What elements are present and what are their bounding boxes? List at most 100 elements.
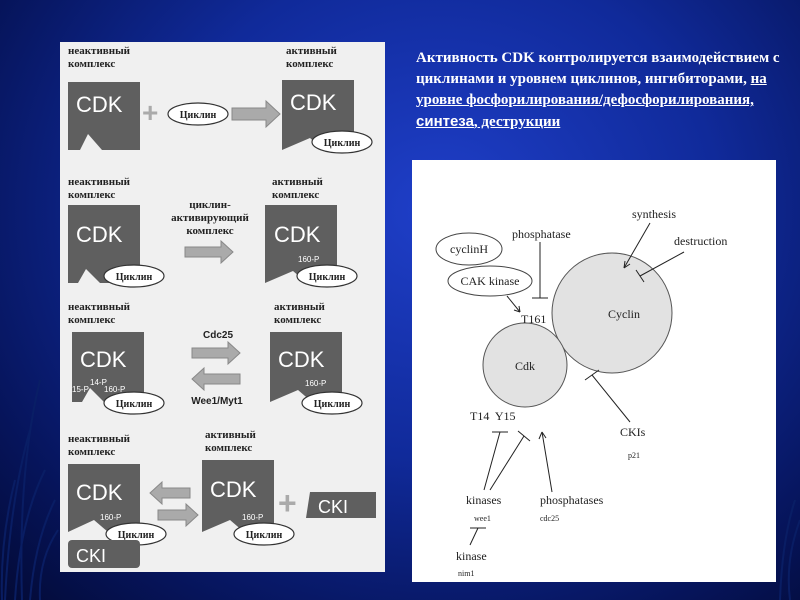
row3-p160-label: 160-P	[104, 385, 125, 394]
row1-cdk-inactive-text: CDK	[76, 92, 123, 117]
row3-active-cyclin-text: Циклин	[314, 399, 351, 410]
row4-cki-inactive-box	[68, 540, 140, 568]
cdc25-arrow-icon	[191, 340, 241, 366]
phosphatases-arrow-line	[541, 431, 553, 493]
ckis-label: CKIs	[620, 425, 646, 439]
row3-cdk-active-box	[270, 332, 342, 402]
row4-cki-text: CKI	[318, 497, 348, 517]
cdk-label: Cdk	[515, 359, 535, 373]
cdk-circle	[482, 322, 568, 408]
row2-cyclin-text: Циклин	[116, 272, 153, 283]
row3-cyclin-text: Циклин	[116, 399, 153, 410]
row2-cdk-inactive-text: CDK	[76, 222, 123, 247]
row3-p15-label: 15-P	[72, 385, 89, 394]
row3-p14-label: 14-P	[90, 378, 107, 387]
row3-active-cyclin-ellipse	[301, 391, 363, 415]
description-text: Активность CDK контролируется взаимодейс…	[416, 50, 780, 87]
phosphatases-arrow-head	[538, 431, 547, 440]
destruction-label: destruction	[674, 234, 727, 248]
row2-p160-label: 160-P	[298, 255, 319, 264]
row4-p160-label: 160-P	[100, 513, 121, 522]
row4-active-cyclin-ellipse	[233, 522, 295, 546]
t161-label: T161	[521, 312, 546, 326]
row3-cyclin-ellipse	[103, 391, 165, 415]
regulation-description: Активность CDK контролируется взаимодейс…	[416, 48, 786, 133]
row4-cki-inactive-text: CKI	[76, 546, 106, 566]
row3-cdk-inactive-box	[72, 332, 144, 402]
description-phosphorylation: на уровне фосфорилирования/дефосфорилиро…	[416, 71, 767, 108]
wee1-label: Wee1/Myt1	[191, 396, 243, 407]
row4-cdk-inactive-text: CDK	[76, 480, 123, 505]
synthesis-label: synthesis	[632, 207, 676, 221]
row2-cyclin-ellipse	[103, 264, 165, 288]
row2-cdk-active-box	[265, 205, 337, 283]
cdk-cyclin-network-panel: cyclinH CAK kinase phosphatase synthesis…	[412, 160, 776, 582]
row4-right-arrow-icon	[157, 502, 199, 528]
row1-active-cyclin-ellipse	[311, 130, 373, 154]
description-synthesis: синтеза	[416, 113, 474, 130]
row4-plus-icon: +	[278, 485, 297, 521]
row4-left-arrow-icon	[149, 480, 191, 506]
cdc25-label-right: cdc25	[540, 514, 559, 523]
plus-icon: +	[142, 97, 158, 128]
row2-active-cyclin-ellipse	[296, 264, 358, 288]
cak-arrow-line	[506, 295, 521, 313]
kinases-inhibit-line-2	[489, 435, 525, 491]
cak-kinase-label: CAK kinase	[461, 274, 520, 288]
synthesis-arrow-head	[623, 260, 631, 269]
p21-label: p21	[628, 451, 640, 460]
row3-cdk-active-text: CDK	[278, 347, 325, 372]
cyclinh-ellipse	[435, 232, 503, 266]
row1-cdk-inactive-box	[68, 82, 140, 150]
cak-arrow-head	[513, 305, 521, 313]
row4-cdk-active-text: CDK	[210, 477, 257, 502]
nim1-label: nim1	[458, 569, 474, 578]
row1-cdk-active-text: CDK	[290, 90, 337, 115]
synthesis-arrow-line	[623, 222, 651, 269]
row3-active-p160-label: 160-P	[305, 379, 326, 388]
ckis-inhibit-line	[591, 374, 631, 423]
row1-cyclin-text: Циклин	[180, 110, 217, 121]
kinases-label: kinases	[466, 493, 502, 507]
row4-cyclin-text: Циклин	[118, 530, 155, 541]
wee1-arrow-icon	[191, 366, 241, 392]
description-destruction: , деструкции	[473, 114, 561, 130]
kinase-label: kinase	[456, 549, 487, 563]
cdk-cyclin-network-diagram: cyclinH CAK kinase phosphatase synthesis…	[435, 207, 727, 578]
wee1-label-right: wee1	[474, 514, 491, 523]
t14-y15-label: T14 Y15	[470, 409, 516, 423]
cyclinh-label: cyclinH	[450, 242, 488, 256]
row2-arrow-icon	[184, 239, 234, 265]
row2-cdk-active-text: CDK	[274, 222, 321, 247]
row1-cyclin-ellipse	[167, 102, 229, 126]
cyclin-label: Cyclin	[608, 307, 640, 321]
row2-cdk-inactive-box	[68, 205, 140, 283]
row4-cdk-inactive-box	[68, 464, 140, 532]
kinases-inhibit-line-1	[483, 431, 501, 491]
row1-arrow-icon	[231, 99, 281, 129]
row4-cdk-active-box	[202, 460, 274, 532]
phosphatase-label: phosphatase	[512, 227, 571, 241]
destruction-inhibit-line	[639, 251, 685, 277]
phosphatases-label: phosphatases	[540, 493, 604, 507]
row4-active-p160-label: 160-P	[242, 513, 263, 522]
row3-cdk-inactive-text: CDK	[80, 347, 127, 372]
row4-cki-box	[306, 492, 376, 518]
row2-active-cyclin-text: Циклин	[309, 272, 346, 283]
cdc25-label: Cdc25	[203, 330, 233, 341]
cak-kinase-ellipse	[447, 265, 533, 297]
row4-active-cyclin-text: Циклин	[246, 530, 283, 541]
ckis-inhibit-bar	[584, 369, 600, 381]
